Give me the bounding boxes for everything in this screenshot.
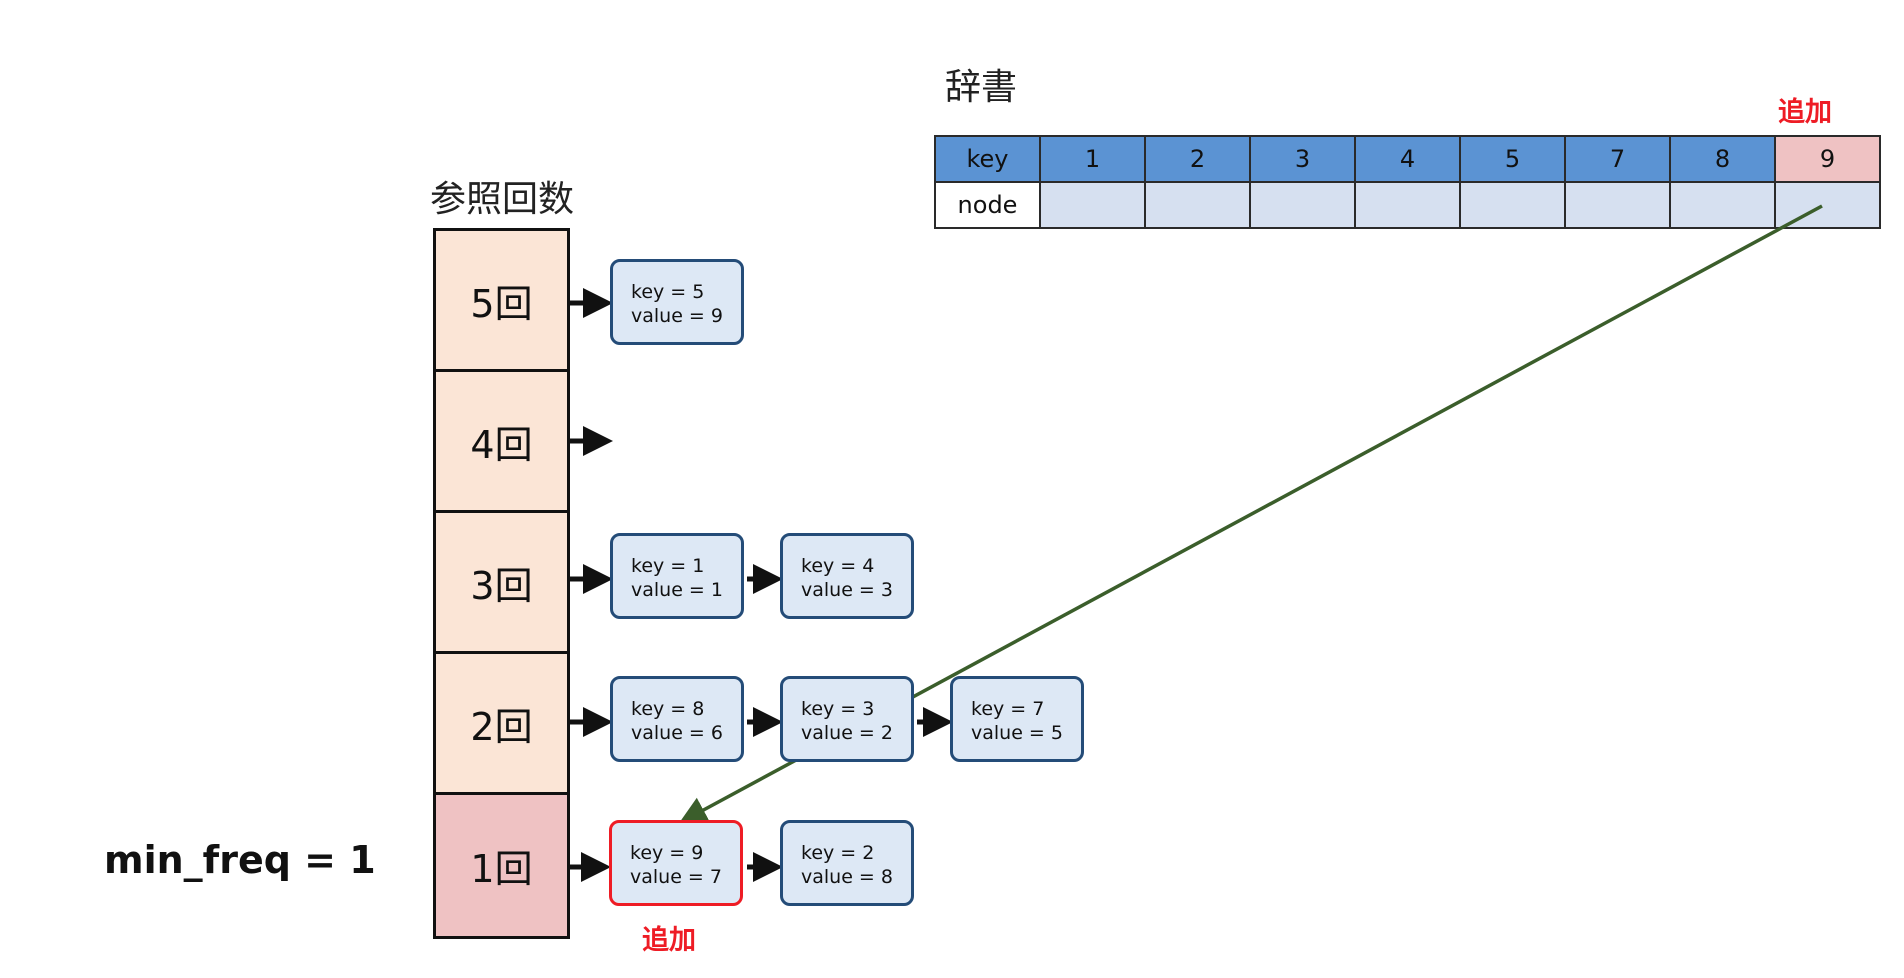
dict-key-cell: 1	[1039, 135, 1146, 183]
freq-level-1: 1回	[436, 795, 567, 936]
new-node-label: 追加	[642, 925, 696, 956]
node-key-text: key = 3	[801, 698, 875, 720]
node-value-text: value = 5	[971, 722, 1063, 744]
node-key-text: key = 1	[631, 555, 705, 577]
dict-node-cell	[1039, 181, 1146, 229]
freq-level-5: 5回	[436, 231, 567, 372]
freq-level-4: 4回	[436, 372, 567, 513]
min-freq-label: min_freq = 1	[104, 838, 376, 882]
dict-node-cell	[1669, 181, 1776, 229]
dict-key-cell: 5	[1459, 135, 1566, 183]
node-value-text: value = 2	[801, 722, 893, 744]
node-key8: key = 8 value = 6	[610, 676, 744, 762]
node-key3: key = 3 value = 2	[780, 676, 914, 762]
node-key-text: key = 9	[630, 842, 704, 864]
node-key-text: key = 5	[631, 281, 705, 303]
dict-key-cell: 7	[1564, 135, 1671, 183]
freq-column: 5回 4回 3回 2回 1回	[433, 228, 570, 939]
dict-node-cell	[1564, 181, 1671, 229]
node-value-text: value = 9	[631, 305, 723, 327]
dict-key-cell: 3	[1249, 135, 1356, 183]
node-key1: key = 1 value = 1	[610, 533, 744, 619]
node-key7: key = 7 value = 5	[950, 676, 1084, 762]
freq-level-3: 3回	[436, 513, 567, 654]
dict-node-cell	[1249, 181, 1356, 229]
dict-key-cell-new: 9	[1774, 135, 1881, 183]
dict-key-header: key	[934, 135, 1041, 183]
node-key-text: key = 7	[971, 698, 1045, 720]
dict-node-row: node	[934, 181, 1881, 229]
node-key-text: key = 8	[631, 698, 705, 720]
dict-node-cell	[1144, 181, 1251, 229]
dict-added-label: 追加	[1778, 97, 1832, 128]
dict-key-cell: 4	[1354, 135, 1461, 183]
node-value-text: value = 6	[631, 722, 723, 744]
node-value-text: value = 3	[801, 579, 893, 601]
node-key-text: key = 2	[801, 842, 875, 864]
freq-level-2: 2回	[436, 654, 567, 795]
dict-node-cell	[1354, 181, 1461, 229]
node-key9-new: key = 9 value = 7	[609, 820, 743, 906]
dict-key-cell: 8	[1669, 135, 1776, 183]
freq-title: 参照回数	[430, 179, 575, 220]
dict-table: key 1 2 3 4 5 7 8 9 node	[934, 135, 1881, 229]
node-key-text: key = 4	[801, 555, 875, 577]
node-value-text: value = 8	[801, 866, 893, 888]
node-key2: key = 2 value = 8	[780, 820, 914, 906]
dict-node-header: node	[934, 181, 1041, 229]
node-key4: key = 4 value = 3	[780, 533, 914, 619]
dict-key-cell: 2	[1144, 135, 1251, 183]
dict-key-row: key 1 2 3 4 5 7 8 9	[934, 135, 1881, 183]
node-value-text: value = 7	[630, 866, 722, 888]
node-value-text: value = 1	[631, 579, 723, 601]
dict-title: 辞書	[945, 67, 1018, 108]
node-key5: key = 5 value = 9	[610, 259, 744, 345]
dict-node-cell	[1459, 181, 1566, 229]
